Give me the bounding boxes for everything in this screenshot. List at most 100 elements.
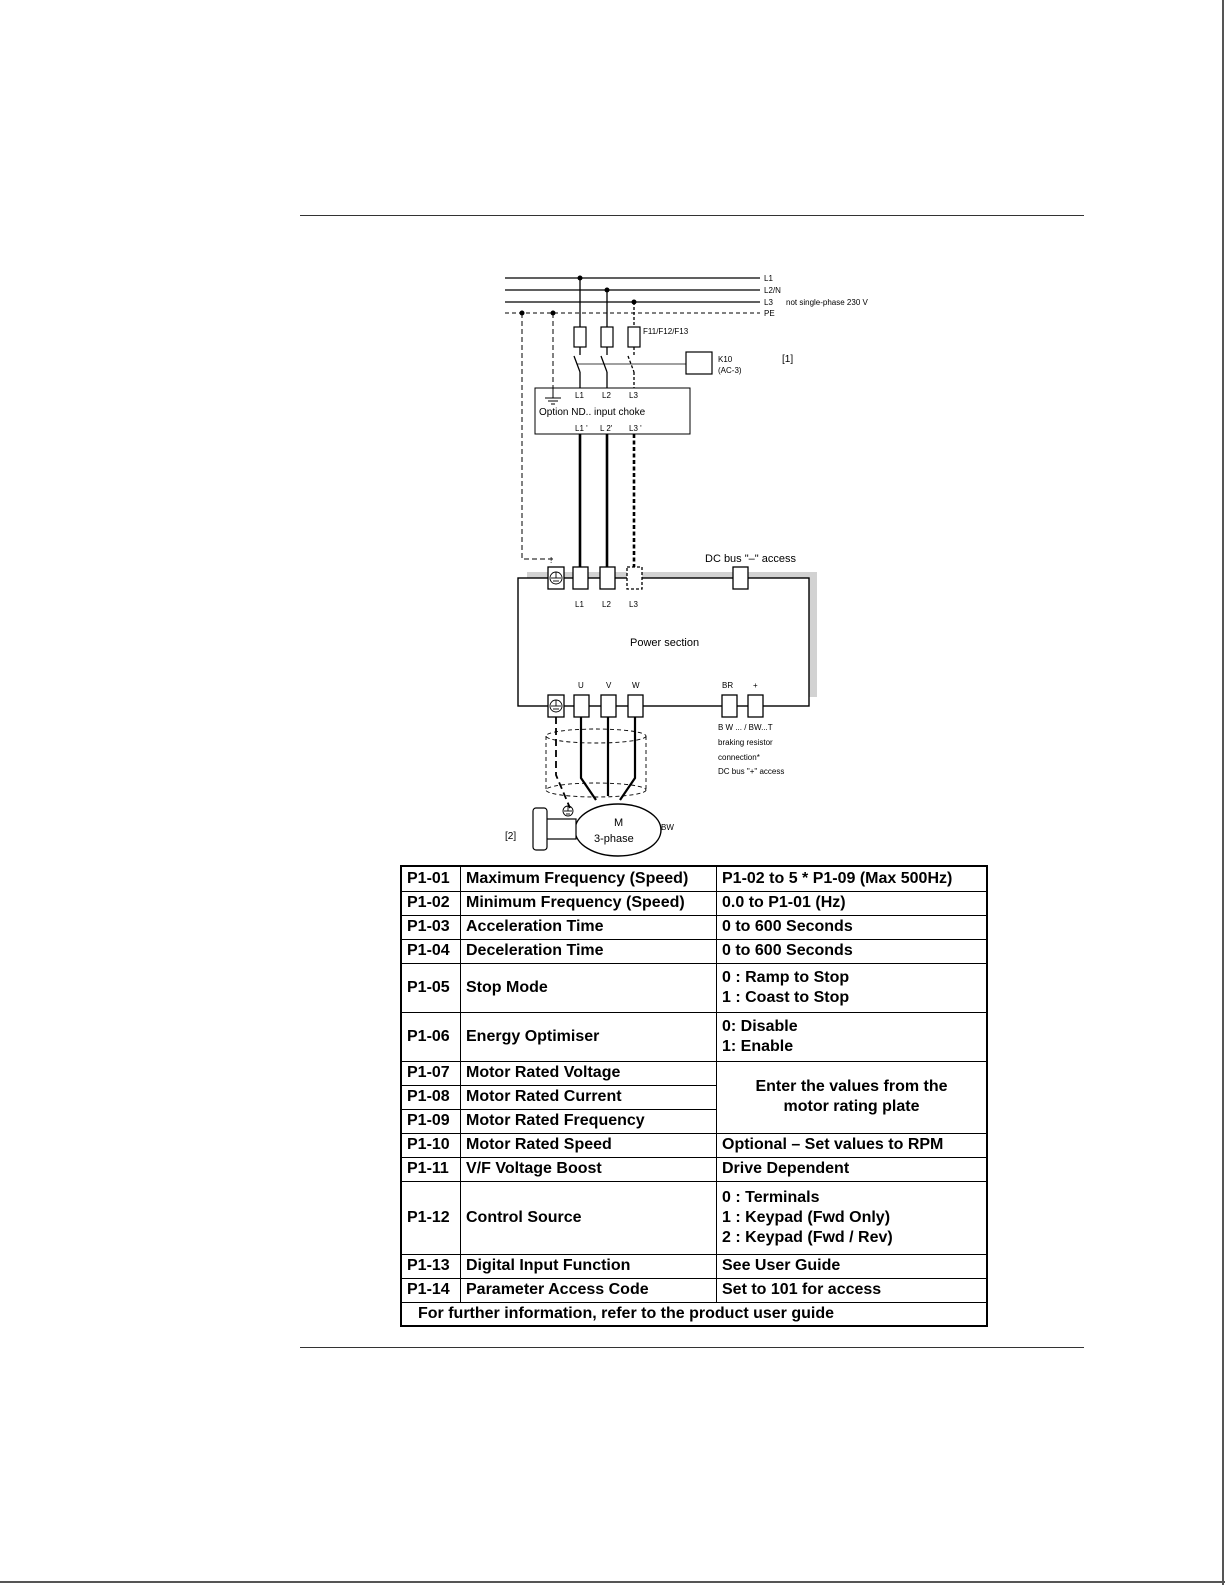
param-code: P1-05 xyxy=(400,962,461,1013)
param-code: P1-09 xyxy=(400,1108,461,1134)
param-code: P1-03 xyxy=(400,914,461,940)
param-code: P1-08 xyxy=(400,1084,461,1110)
table-row: P1-09 Motor Rated Frequency xyxy=(400,1108,987,1134)
param-value: 0 to 600 Seconds xyxy=(716,914,988,940)
param-value: 0 : Terminals 1 : Keypad (Fwd Only) 2 : … xyxy=(716,1180,988,1255)
dc-bus-minus-label: DC bus "–" access xyxy=(705,553,796,565)
param-code: P1-04 xyxy=(400,938,461,964)
fuses xyxy=(573,326,641,348)
param-name: Motor Rated Voltage xyxy=(460,1060,717,1086)
param-value: 0 to 600 Seconds xyxy=(716,938,988,964)
note-1: [1] xyxy=(782,354,793,365)
table-row: P1-13 Digital Input Function See User Gu… xyxy=(400,1253,988,1279)
power-in-l2: L2 xyxy=(602,600,611,609)
input-choke xyxy=(534,387,691,435)
table-row: P1-12 Control Source 0 : Terminals 1 : K… xyxy=(400,1180,988,1255)
br-label: BR xyxy=(722,681,733,690)
top-rule xyxy=(300,215,1084,216)
param-value: P1-02 to 5 * P1-09 (Max 500Hz) xyxy=(716,865,988,892)
param-code: P1-10 xyxy=(400,1132,461,1158)
param-name: Acceleration Time xyxy=(460,914,717,940)
param-code: P1-14 xyxy=(400,1277,461,1303)
param-value: 0.0 to P1-01 (Hz) xyxy=(716,890,988,916)
cable-shield xyxy=(545,728,647,798)
choke-out-l3: L3 ' xyxy=(629,424,642,433)
param-value: 0 : Ramp to Stop 1 : Coast to Stop xyxy=(716,962,988,1013)
table-row: P1-04 Deceleration Time 0 to 600 Seconds xyxy=(400,938,988,964)
brake-note-2: braking resistor xyxy=(718,738,773,747)
param-name: Minimum Frequency (Speed) xyxy=(460,890,717,916)
parameter-table: P1-01 Maximum Frequency (Speed) P1-02 to… xyxy=(400,865,988,1327)
motor-circle xyxy=(574,803,662,857)
supply-label-l3: L3 xyxy=(764,298,773,307)
note-2: [2] xyxy=(505,831,516,842)
brake-note-4: DC bus "+" access xyxy=(718,767,784,776)
junction-dots xyxy=(519,275,637,316)
table-row: P1-10 Motor Rated Speed Optional – Set v… xyxy=(400,1132,988,1158)
contactor-label: K10 xyxy=(718,355,733,364)
param-name: Control Source xyxy=(460,1180,717,1255)
table-row: P1-05 Stop Mode 0 : Ramp to Stop 1 : Coa… xyxy=(400,962,988,1013)
choke-out-l1: L1 ' xyxy=(575,424,588,433)
out-v-label: V xyxy=(606,681,612,690)
ground-terminal-icon xyxy=(549,571,563,585)
table-row: P1-01 Maximum Frequency (Speed) P1-02 to… xyxy=(400,865,988,892)
table-footer-row: For further information, refer to the pr… xyxy=(400,1301,988,1327)
out-u-label: U xyxy=(578,681,584,690)
table-row: P1-02 Minimum Frequency (Speed) 0.0 to P… xyxy=(400,890,988,916)
param-code: P1-13 xyxy=(400,1253,461,1279)
choke-in-l3: L3 xyxy=(629,391,638,400)
supply-label-l1: L1 xyxy=(764,274,773,283)
supply-label-l2n: L2/N xyxy=(764,286,781,295)
table-row: P1-06 Energy Optimiser 0: Disable 1: Ena… xyxy=(400,1011,988,1062)
param-name: Motor Rated Frequency xyxy=(460,1108,717,1134)
param-value: Optional – Set values to RPM xyxy=(716,1132,988,1158)
wiring-diagram: L1 L2/N L3 not single-phase 230 V PE F11… xyxy=(505,274,869,857)
plus-label: + xyxy=(753,681,758,690)
param-value: Drive Dependent xyxy=(716,1156,988,1182)
table-row: P1-07 Motor Rated Voltage Enter the valu… xyxy=(400,1060,988,1134)
brake-note-1: B W ... / BW...T xyxy=(718,723,773,732)
page-bottom-edge xyxy=(0,1581,1225,1583)
motor-ground-icon xyxy=(562,805,574,817)
supply-label-pe: PE xyxy=(764,309,775,318)
contactor-sub: (AC-3) xyxy=(718,366,742,375)
param-name: Deceleration Time xyxy=(460,938,717,964)
brake-note-3: connection* xyxy=(718,753,760,762)
fuses-label: F11/F12/F13 xyxy=(643,327,689,336)
param-code: P1-06 xyxy=(400,1011,461,1062)
param-name: Motor Rated Speed xyxy=(460,1132,717,1158)
param-name: Digital Input Function xyxy=(460,1253,717,1279)
param-code: P1-11 xyxy=(400,1156,461,1182)
param-code: P1-01 xyxy=(400,865,461,892)
output-ground-icon xyxy=(549,699,563,713)
power-section-label: Power section xyxy=(630,637,699,649)
param-value: See User Guide xyxy=(716,1253,988,1279)
param-name: Parameter Access Code xyxy=(460,1277,717,1303)
choke-in-l1: L1 xyxy=(575,391,584,400)
power-section-box xyxy=(517,577,810,707)
input-terminals xyxy=(547,566,749,590)
motor-sub: 3-phase xyxy=(594,833,634,845)
power-in-l1: L1 xyxy=(575,600,584,609)
param-code: P1-07 xyxy=(400,1060,461,1086)
param-name: Maximum Frequency (Speed) xyxy=(460,865,717,892)
choke-in-l2: L2 xyxy=(602,391,611,400)
pe-mark: ! xyxy=(550,556,552,565)
table-row: P1-03 Acceleration Time 0 to 600 Seconds xyxy=(400,914,988,940)
contactor-coil xyxy=(685,351,713,375)
choke-out-l2: L 2' xyxy=(600,424,613,433)
param-code: P1-02 xyxy=(400,890,461,916)
param-name: V/F Voltage Boost xyxy=(460,1156,717,1182)
table-row: P1-08 Motor Rated Current xyxy=(400,1084,987,1110)
choke-ground-symbol xyxy=(545,388,561,405)
param-value: Enter the values from the motor rating p… xyxy=(716,1060,988,1134)
out-w-label: W xyxy=(632,681,640,690)
motor-label: M xyxy=(614,817,623,829)
page-right-edge xyxy=(1222,0,1224,1585)
motor-brake xyxy=(532,807,577,851)
supply-lines xyxy=(505,277,760,314)
bottom-rule xyxy=(300,1347,1084,1348)
param-name: Motor Rated Current xyxy=(460,1084,717,1110)
choke-label: Option ND.. input choke xyxy=(539,407,646,418)
